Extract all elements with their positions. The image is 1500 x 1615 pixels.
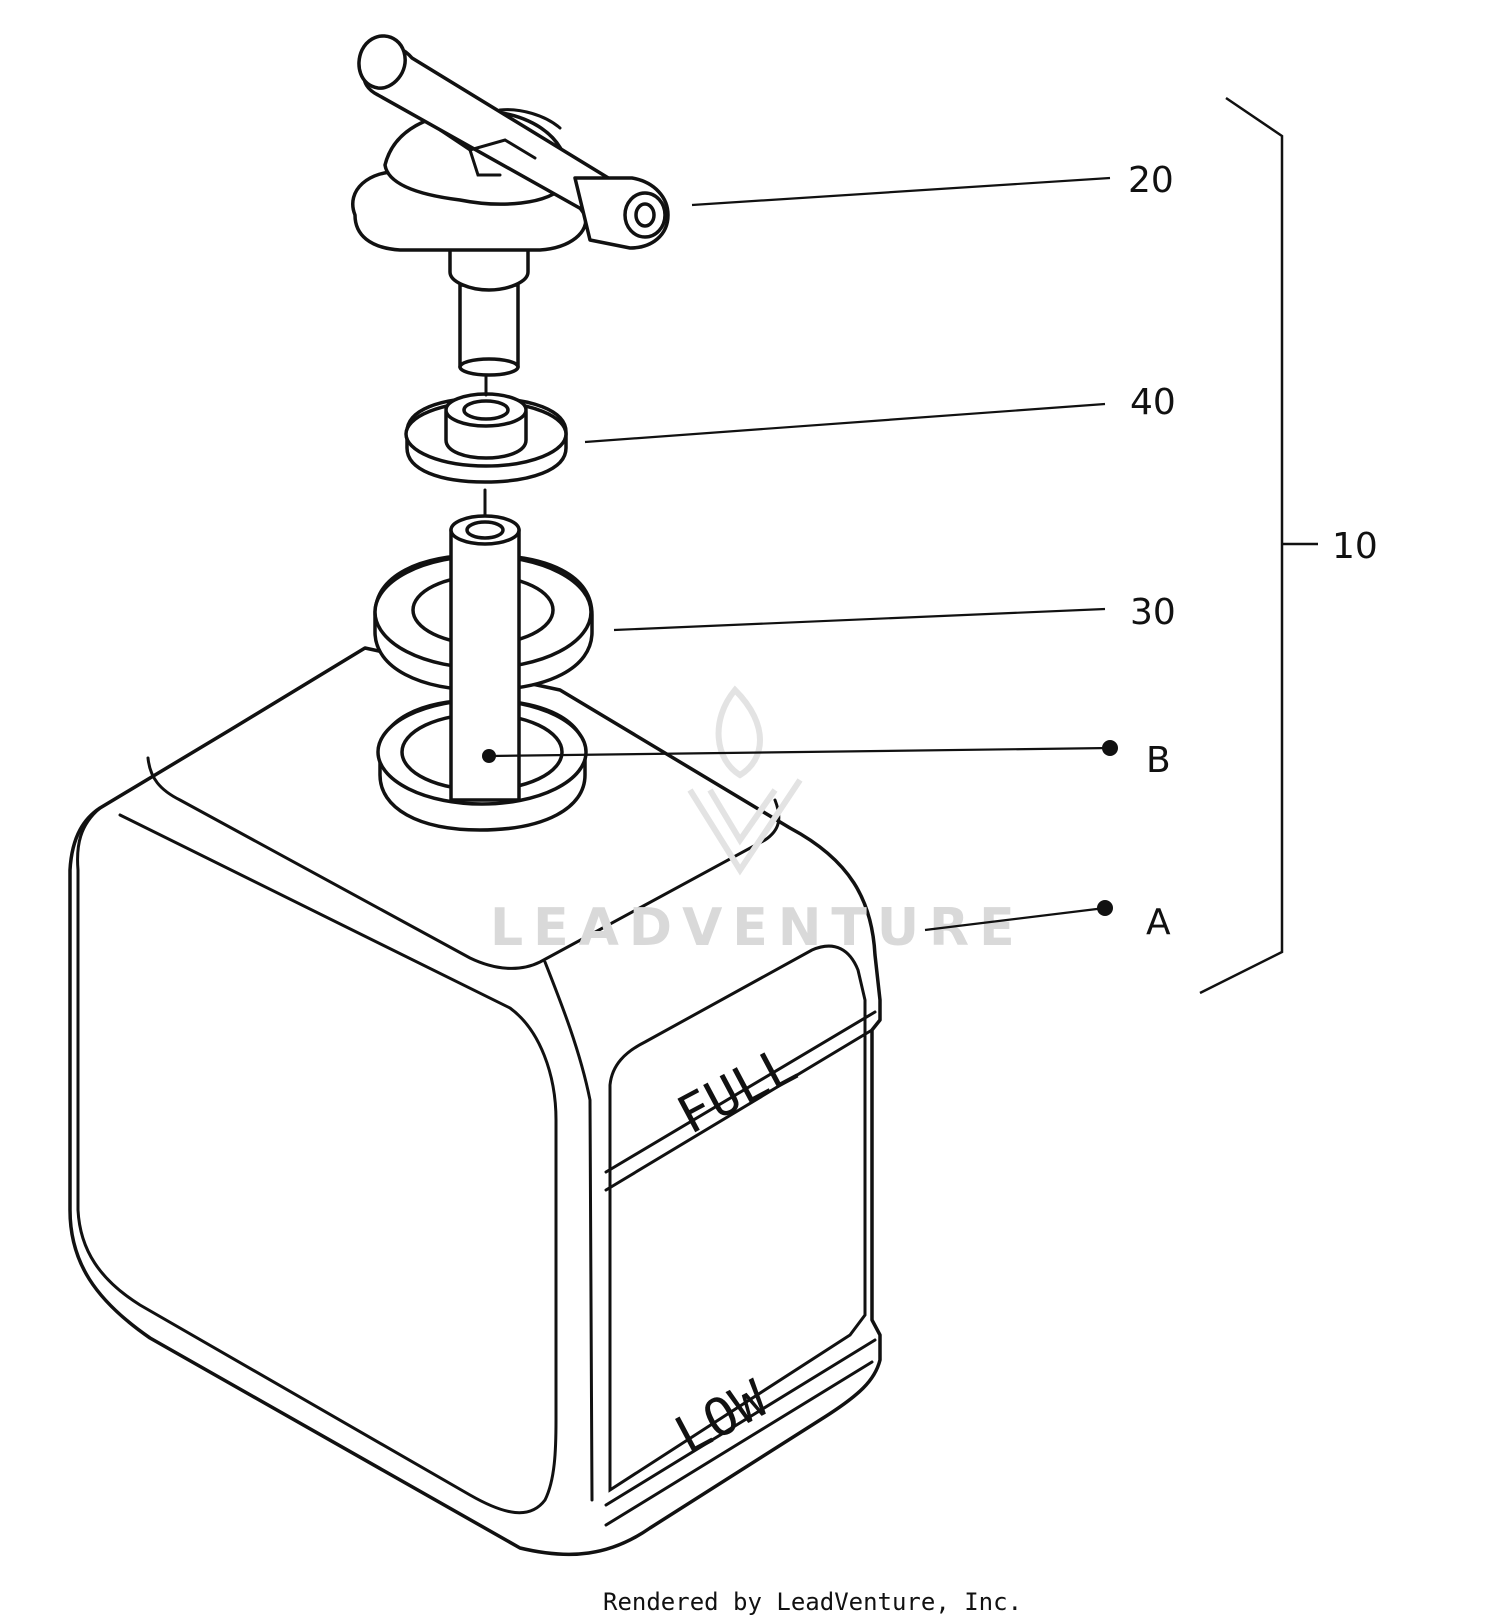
spout-cap-20	[351, 34, 670, 377]
leader-b	[489, 746, 1111, 758]
watermark-logo	[687, 685, 803, 876]
low-level-line-2	[604, 1360, 874, 1527]
callout-20: 20	[1128, 160, 1174, 201]
tank-left-face-edge	[76, 806, 558, 1515]
dot-a	[1097, 900, 1113, 916]
fuel-tank: FULL LOW	[68, 646, 882, 1557]
leader-40	[584, 402, 1106, 444]
tank-gauge-window	[608, 944, 867, 1493]
assembly-bracket	[1199, 96, 1284, 995]
callout-30: 30	[1130, 592, 1176, 633]
dot-b	[1102, 740, 1118, 756]
callout-40: 40	[1130, 382, 1176, 423]
leader-20	[691, 176, 1111, 207]
callout-b: B	[1146, 740, 1171, 781]
leader-30	[613, 607, 1106, 632]
callout-a: A	[1146, 902, 1171, 943]
callout-10: 10	[1332, 526, 1378, 567]
tank-front-corner	[543, 960, 594, 1502]
full-level-line-2	[604, 1028, 874, 1192]
low-level-line	[604, 1338, 877, 1507]
seal-40	[404, 392, 568, 484]
dot-b-tube	[482, 749, 496, 763]
tank-outline	[68, 646, 882, 1557]
render-credit: Rendered by LeadVenture, Inc.	[603, 1588, 1022, 1615]
watermark-text: LEADVENTURE	[490, 898, 1025, 958]
full-level-line	[604, 1010, 877, 1174]
tank-top-face	[146, 756, 781, 970]
leader-a	[924, 906, 1106, 932]
